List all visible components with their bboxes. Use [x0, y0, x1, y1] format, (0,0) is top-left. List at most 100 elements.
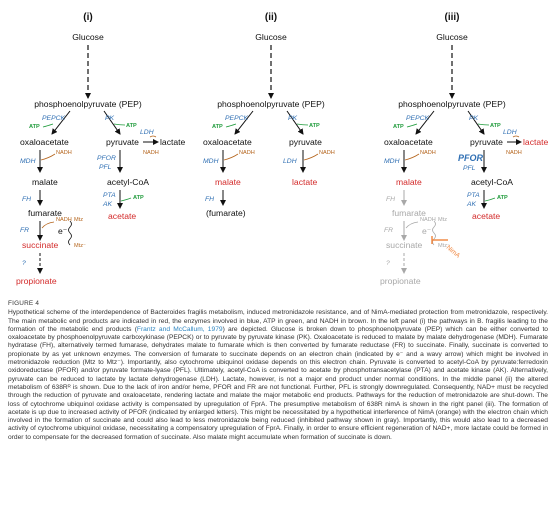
nadh-curve [405, 221, 419, 229]
mtz-label: Mtz [438, 217, 447, 223]
fh-enzyme: FH [22, 196, 31, 203]
mdh-enzyme: MDH [20, 158, 36, 165]
atp-label: ATP [497, 195, 508, 201]
fr-enzyme: FR [384, 227, 393, 234]
figure-label: FIGURE 4 [8, 300, 40, 307]
fumarate-label: (fumarate) [206, 208, 246, 218]
nadh-label: NADH [420, 217, 436, 223]
electron-label: e⁻ [58, 226, 68, 236]
panel-iii-label: (iii) [445, 12, 460, 23]
pfor-enzyme: PFOR [97, 155, 116, 162]
nadh-label: NADH [420, 150, 436, 156]
pepck-enzyme: PEPCK [406, 115, 430, 122]
ak-enzyme: AK [466, 201, 477, 208]
pep-to-pyruvate-arrow [103, 110, 121, 135]
atp-label: ATP [126, 123, 137, 129]
atp-label: ATP [29, 124, 40, 130]
caption-text-end: ) are depicted. Glucose is broken down t… [8, 325, 548, 441]
panel-ii-label: (ii) [265, 12, 277, 23]
acetyl-coa-label: acetyl-CoA [107, 177, 149, 187]
pk-enzyme: PK [105, 115, 115, 122]
atp-label: ATP [490, 123, 501, 129]
pep-label: phosphoenolpyruvate (PEP) [34, 99, 142, 109]
nadh-curve [223, 153, 239, 161]
ak-enzyme: AK [102, 201, 113, 208]
citation-link[interactable]: Frantz and McCallum, 1979 [136, 325, 223, 333]
oxaloacetate-label: oxaloacetate [384, 137, 433, 147]
fh-enzyme: FH [386, 196, 395, 203]
mdh-enzyme: MDH [384, 158, 400, 165]
fr-enzyme: FR [20, 227, 29, 234]
nadh-curve [149, 135, 157, 138]
atp-curve [477, 123, 490, 126]
mtz-reduced-label: Mtz⁻ [438, 243, 450, 249]
acetate-label: acetate [108, 211, 136, 221]
nadh-curve [512, 135, 520, 138]
glucose-label: Glucose [72, 32, 104, 42]
pepck-enzyme: PEPCK [225, 115, 249, 122]
nadh-curve [41, 221, 55, 229]
ldh-enzyme: LDH [140, 129, 154, 136]
unknown-enzyme-label: ? [22, 260, 26, 267]
nadh-curve [40, 153, 56, 161]
pyruvate-label: pyruvate [470, 137, 503, 147]
atp-curve [484, 197, 496, 202]
malate-label: malate [32, 177, 58, 187]
mdh-enzyme: MDH [203, 158, 219, 165]
glucose-label: Glucose [436, 32, 468, 42]
atp-label: ATP [133, 195, 144, 201]
pathway-figure: (i) Glucose phosphoenolpyruvate (PEP) PE… [16, 12, 549, 286]
nadh-label: NADH [56, 217, 72, 223]
pk-enzyme: PK [288, 115, 298, 122]
fh-enzyme: FH [205, 196, 214, 203]
pyruvate-label: pyruvate [106, 137, 139, 147]
nadh-label: NADH [239, 150, 255, 156]
succinate-label: succinate [22, 240, 59, 250]
atp-label: ATP [393, 124, 404, 130]
malate-label: malate [215, 177, 241, 187]
pk-enzyme: PK [469, 115, 479, 122]
ldh-enzyme: LDH [283, 158, 297, 165]
glucose-label: Glucose [255, 32, 287, 42]
nadh-label: NADH [143, 150, 159, 156]
atp-curve [113, 123, 126, 126]
electron-chain-wavy-arrow [68, 220, 72, 246]
pep-to-oxaloacetate-arrow [51, 110, 71, 135]
ldh-enzyme: LDH [503, 129, 517, 136]
unknown-enzyme-label: ? [386, 260, 390, 267]
pep-to-oxaloacetate-arrow [234, 110, 254, 135]
nadh-label: NADH [319, 150, 335, 156]
malate-label: malate [396, 177, 422, 187]
panel-i: (i) Glucose phosphoenolpyruvate (PEP) PE… [16, 12, 186, 286]
atp-label: ATP [212, 124, 223, 130]
acetyl-coa-label: acetyl-CoA [471, 177, 513, 187]
electron-label: e⁻ [422, 226, 432, 236]
pta-enzyme: PTA [103, 192, 116, 199]
lactate-label: lactate [523, 137, 549, 147]
pep-to-pyruvate-arrow [286, 110, 304, 135]
lactate-label: lactate [160, 137, 186, 147]
electron-chain-wavy-arrow [432, 220, 436, 246]
nimA-label: NimA [445, 244, 462, 260]
nadh-curve [404, 153, 420, 161]
caption-text-start: Hypothetical scheme of the interdependen… [8, 309, 548, 333]
caption-text: Hypothetical scheme of the interdependen… [8, 309, 548, 442]
nadh-label: NADH [56, 150, 72, 156]
acetate-label: acetate [472, 211, 500, 221]
lactate-label: lactate [292, 177, 318, 187]
atp-label: ATP [309, 123, 320, 129]
oxaloacetate-label: oxaloacetate [203, 137, 252, 147]
atp-curve [296, 123, 309, 126]
succinate-label: succinate [386, 240, 423, 250]
panel-ii: (ii) Glucose phosphoenolpyruvate (PEP) P… [203, 12, 335, 218]
nadh-label: NADH [506, 150, 522, 156]
pep-to-oxaloacetate-arrow [415, 110, 435, 135]
pepck-enzyme: PEPCK [42, 115, 66, 122]
panel-iii: (iii) Glucose phosphoenolpyruvate (PEP) … [380, 12, 549, 286]
pfl-enzyme: PFL [463, 165, 476, 172]
nadh-curve [303, 153, 319, 161]
fumarate-label: fumarate [392, 208, 426, 218]
pep-label: phosphoenolpyruvate (PEP) [398, 99, 506, 109]
atp-curve [120, 197, 132, 202]
fumarate-label: fumarate [28, 208, 62, 218]
